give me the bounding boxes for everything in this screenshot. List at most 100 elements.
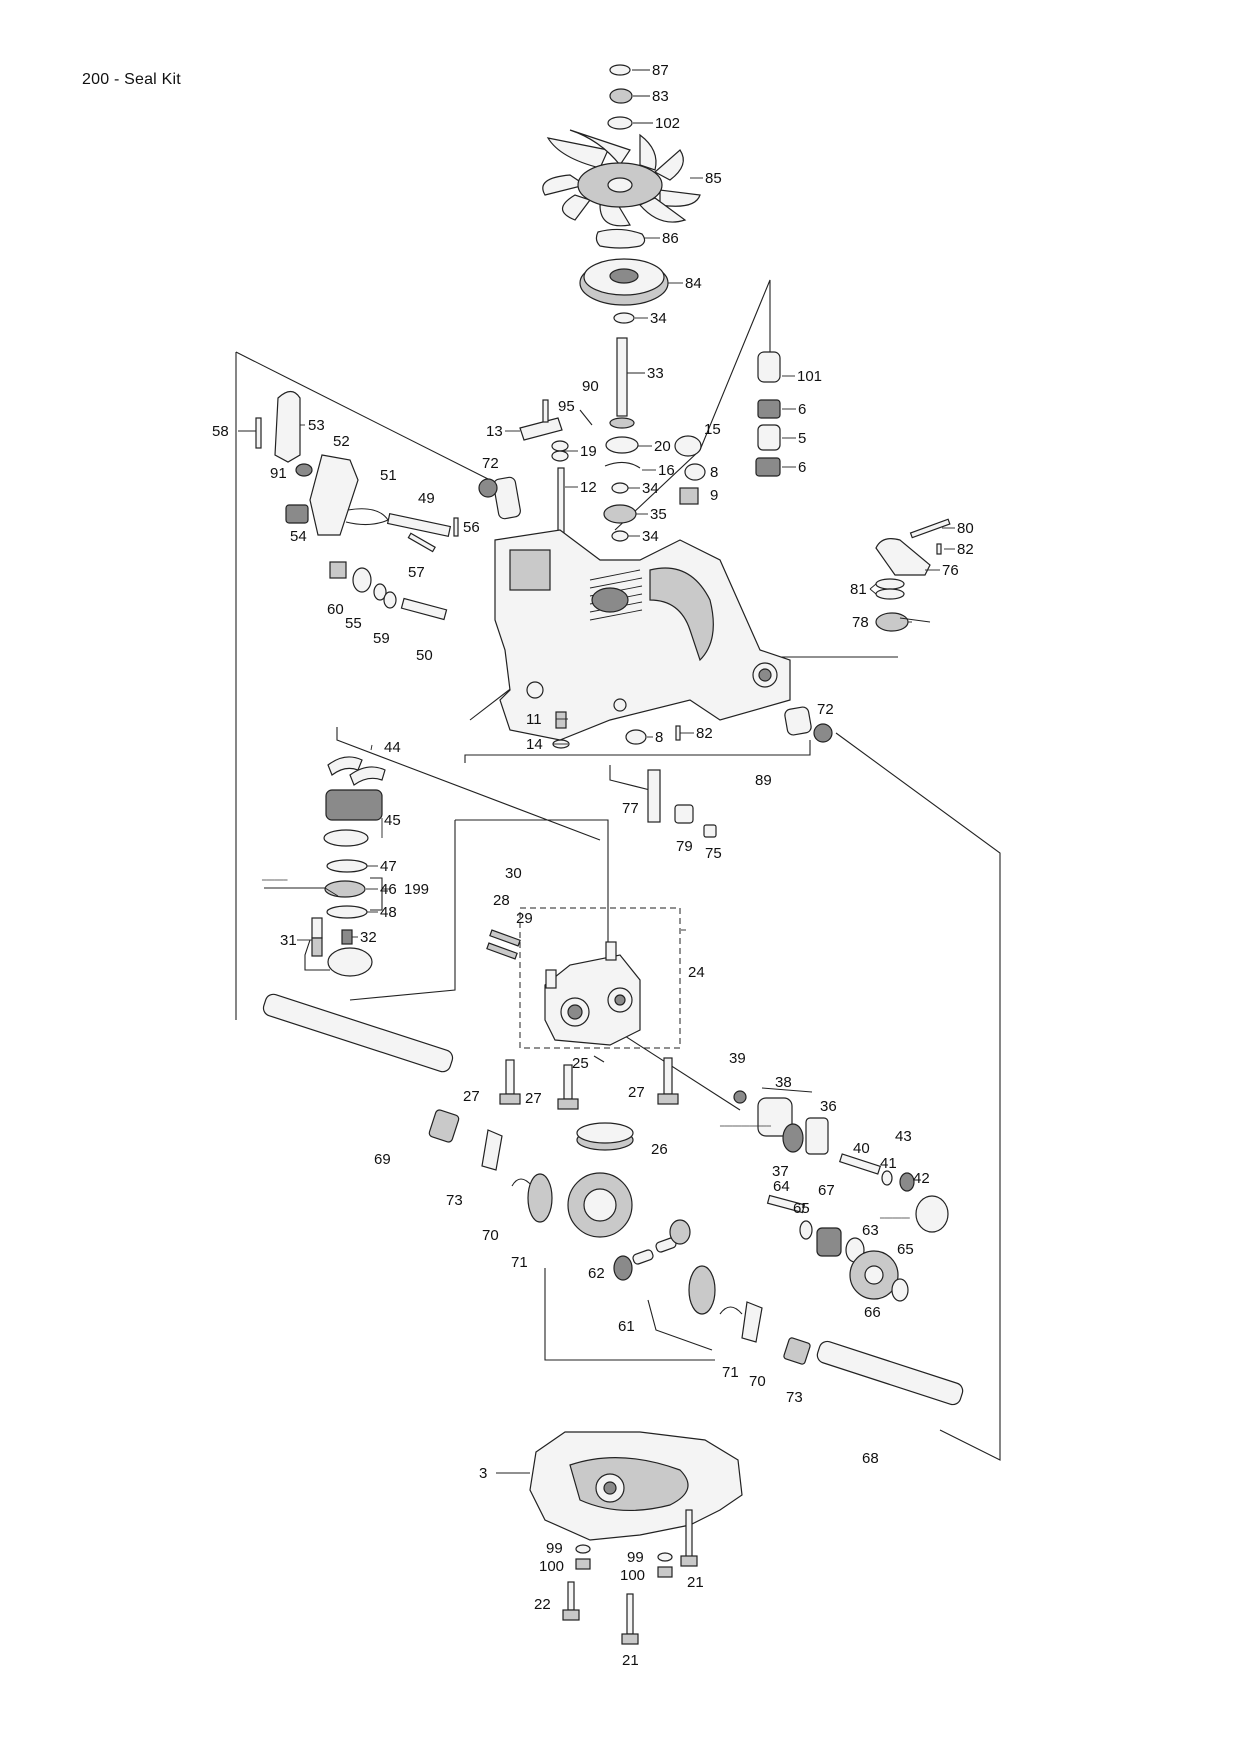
part-label-60: 60 [327, 601, 344, 618]
part-label-95: 95 [558, 398, 575, 415]
ring-26 [576, 1122, 634, 1151]
nut-83 [609, 88, 633, 104]
part-label-75: 75 [705, 845, 722, 862]
part-label-70-left: 70 [482, 1227, 499, 1244]
main-housing [494, 529, 791, 741]
ring-43 [899, 1172, 915, 1192]
part-label-80: 80 [957, 520, 974, 537]
part-label-87: 87 [652, 62, 669, 79]
bolt-21b-head [621, 1633, 639, 1645]
part-label-34-top: 34 [650, 310, 667, 327]
part-label-79: 79 [676, 838, 693, 855]
pin-82a [936, 543, 942, 555]
valve-29 [486, 942, 518, 960]
line-61 [647, 1299, 713, 1351]
part-label-48: 48 [380, 904, 397, 921]
seal-72b [813, 723, 833, 743]
part-label-71-right: 71 [722, 1364, 739, 1381]
bevel-gear-left [527, 1173, 553, 1223]
cap-101 [757, 351, 781, 383]
part-label-199: 199 [404, 881, 429, 898]
bracket-199 [370, 877, 383, 911]
part-label-71-left: 71 [511, 1254, 528, 1271]
pin-31a [311, 917, 323, 939]
bushing-upper-left [493, 476, 521, 520]
part-label-25: 25 [572, 1055, 589, 1072]
line-89 [464, 740, 811, 763]
part-label-89: 89 [755, 772, 772, 789]
washer-99a [575, 1544, 591, 1554]
pin-95 [542, 399, 549, 423]
block-79 [674, 804, 694, 824]
bolt-27b-head [557, 1098, 579, 1110]
center-right-parts [647, 769, 717, 838]
ring-71a [511, 1178, 533, 1187]
bracket-13 [519, 417, 563, 441]
part-label-90: 90 [582, 378, 599, 395]
bolt-27a [505, 1059, 515, 1095]
pump-stack-left: ══════ [261, 756, 386, 977]
leader-lines [238, 69, 955, 941]
retaining-ring-34c [611, 530, 629, 542]
part-label-36: 36 [820, 1098, 837, 1115]
bolt-21a [685, 1509, 693, 1561]
bushing-lower-right [784, 706, 812, 736]
part-label-43: 43 [895, 1128, 912, 1145]
part-label-28: 28 [493, 892, 510, 909]
shaft-64 [766, 1194, 806, 1214]
frame-line-right [835, 732, 1001, 1461]
valve-28 [489, 929, 521, 947]
part-label-86: 86 [662, 230, 679, 247]
part-label-70-right: 70 [749, 1373, 766, 1390]
axle-69 [262, 993, 454, 1073]
bearing-6a [757, 399, 781, 419]
part-label-27-left: 27 [463, 1088, 480, 1105]
part-label-29: 29 [516, 910, 533, 927]
block-75 [703, 824, 717, 838]
washer-48 [326, 905, 368, 919]
bevel-gear-right [688, 1265, 716, 1315]
o-ring-59a [373, 583, 387, 601]
part-label-66: 66 [864, 1304, 881, 1321]
line-center-block [455, 819, 609, 950]
part-label-14: 14 [526, 736, 543, 753]
washer-81b [875, 588, 905, 600]
washer-55 [352, 567, 372, 593]
part-label-82-lower: 82 [696, 725, 713, 742]
left-linkage [255, 390, 459, 621]
part-label-26: 26 [651, 1141, 668, 1158]
ring-71b [719, 1306, 743, 1315]
line-upper-right [614, 279, 771, 531]
washer-65a [799, 1220, 813, 1240]
part-label-44: 44 [384, 739, 401, 756]
part-label-42: 42 [913, 1170, 930, 1187]
part-label-37: 37 [772, 1163, 789, 1180]
washer-70a [481, 1129, 503, 1171]
part-label-59: 59 [373, 630, 390, 647]
input-shaft-33 [616, 337, 628, 417]
pin-57 [407, 532, 436, 553]
part-label-21-right: 21 [687, 1574, 704, 1591]
part-label-39: 39 [729, 1050, 746, 1067]
left-axle-69 [262, 993, 533, 1187]
part-label-82-upper: 82 [957, 541, 974, 558]
part-label-6-lower: 6 [798, 459, 806, 476]
housing-bolts [562, 1509, 698, 1645]
seal-72a [478, 478, 498, 498]
pin-12 [557, 467, 565, 541]
part-label-64: 64 [773, 1178, 790, 1195]
part-label-16: 16 [658, 462, 675, 479]
spring-32 [341, 929, 353, 945]
part-label-102: 102 [655, 115, 680, 132]
part-label-49: 49 [418, 490, 435, 507]
top-stack [542, 64, 701, 324]
block-54 [285, 504, 309, 524]
part-label-50: 50 [416, 647, 433, 664]
pinion-61 [613, 1255, 633, 1281]
bolt-21b [626, 1593, 634, 1635]
bevel-gear-61 [669, 1219, 691, 1245]
spring-78 [875, 612, 909, 632]
differential-gears [527, 1172, 763, 1351]
